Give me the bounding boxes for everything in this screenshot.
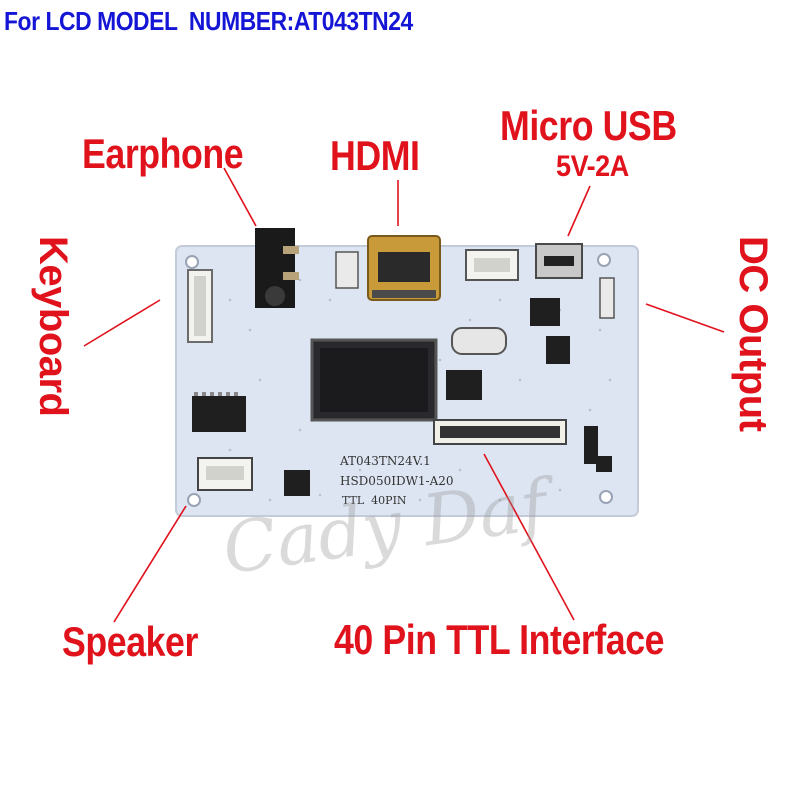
right-component-2 — [596, 456, 612, 472]
speaker-connector — [197, 457, 253, 491]
micro-usb-port — [535, 243, 583, 279]
hdmi-port — [367, 235, 441, 301]
label-keyboard: Keyboard — [31, 236, 75, 417]
label-hdmi: HDMI — [330, 132, 420, 179]
regulator-chip-2 — [546, 336, 570, 364]
label-earphone: Earphone — [82, 130, 244, 177]
ttl-40pin-connector — [433, 419, 567, 445]
earphone-leader — [223, 167, 257, 227]
silkscreen-line3: TTL 40PIN — [342, 494, 407, 507]
ttl-leader — [483, 453, 575, 621]
main-processor-chip — [310, 338, 438, 422]
driver-chip — [192, 392, 246, 432]
indicator-block — [335, 251, 359, 289]
crystal — [451, 327, 507, 355]
keyboard-connector — [187, 269, 213, 343]
silkscreen-line1: AT043TN24V.1 — [340, 454, 431, 468]
page-title: For LCD MODEL NUMBER:AT043TN24 — [4, 6, 413, 36]
micro-usb-leader — [567, 185, 591, 237]
dc-output-connector — [599, 277, 615, 319]
right-component — [584, 426, 598, 464]
label-power-spec: 5V-2A — [556, 150, 629, 183]
regulator-chip — [530, 298, 560, 326]
label-micro-usb: Micro USB — [500, 102, 677, 149]
label-speaker: Speaker — [62, 618, 198, 665]
silkscreen-line2: HSD050IDW1-A20 — [340, 474, 454, 488]
audio-chip — [284, 470, 310, 496]
speaker-leader — [113, 505, 187, 623]
smd-chip — [446, 370, 482, 400]
earphone-jack — [255, 228, 299, 308]
leader-lines — [83, 167, 725, 623]
label-dc-output: DC Output — [731, 236, 775, 432]
label-ttl-interface: 40 Pin TTL Interface — [334, 616, 665, 663]
cc-connector — [465, 249, 519, 281]
mounting-holes — [185, 253, 613, 507]
keyboard-leader — [83, 299, 161, 347]
dc-output-leader — [645, 303, 725, 333]
